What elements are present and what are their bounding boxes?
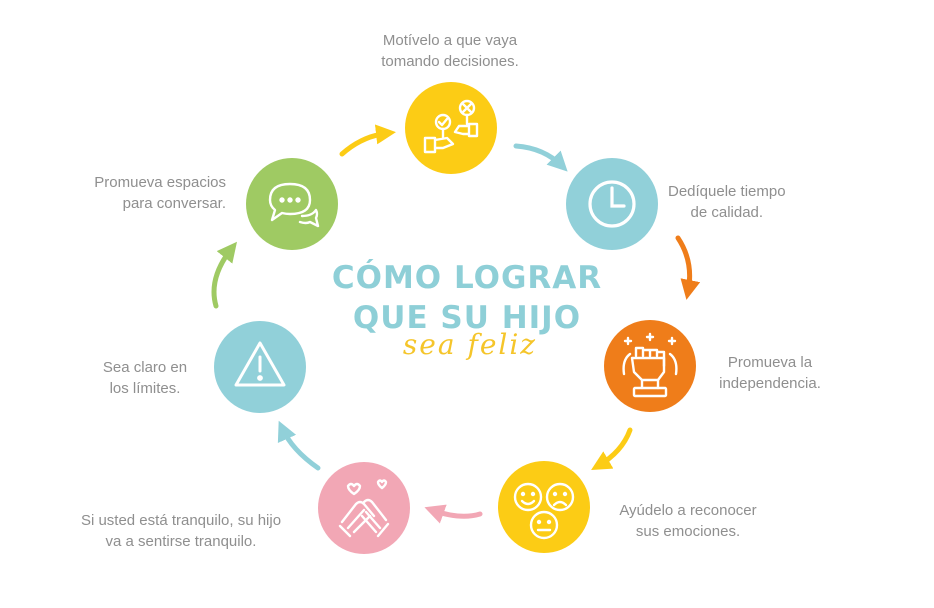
label-decisions-line1: Motívelo a que vaya bbox=[382, 32, 518, 49]
clock-icon bbox=[566, 158, 658, 250]
label-independence-line2: independencia. bbox=[719, 375, 821, 392]
label-independence-line1: Promueva la bbox=[727, 354, 813, 371]
decision-hands-icon bbox=[405, 82, 497, 174]
label-conversation-line1: Promueva espacios bbox=[94, 174, 226, 191]
circle-time bbox=[566, 158, 658, 250]
label-limits-line2: los límites. bbox=[109, 380, 181, 397]
label-emotions: Ayúdelo a reconocer sus emociones. bbox=[598, 500, 778, 542]
warning-triangle-icon bbox=[214, 321, 306, 413]
raised-fist-icon bbox=[604, 320, 696, 412]
emotion-faces-icon bbox=[498, 461, 590, 553]
label-conversation-line2: para conversar. bbox=[122, 195, 226, 212]
label-calm-line2: va a sentirse tranquilo. bbox=[105, 533, 257, 550]
label-limits-line1: Sea claro en bbox=[102, 359, 188, 376]
label-limits: Sea claro en los límites. bbox=[80, 357, 210, 399]
label-independence: Promueva la independencia. bbox=[700, 352, 840, 394]
arrow-green-to-yellow bbox=[339, 124, 396, 157]
circle-decisions bbox=[405, 82, 497, 174]
label-time-line1: Dedíquele tiempo bbox=[668, 183, 786, 200]
arrow-yellow-to-pink bbox=[424, 504, 483, 524]
circle-conversation bbox=[246, 158, 338, 250]
center-title-line1: CÓMO LOGRAR bbox=[331, 260, 603, 296]
arrow-teal-to-green bbox=[211, 241, 237, 309]
circle-limits bbox=[214, 321, 306, 413]
label-emotions-line1: Ayúdelo a reconocer bbox=[619, 502, 757, 519]
circle-independence bbox=[604, 320, 696, 412]
label-decisions: Motívelo a que vaya tomando decisiones. bbox=[350, 30, 550, 72]
circle-calm bbox=[318, 462, 410, 554]
label-time: Dedíquele tiempo de calidad. bbox=[668, 181, 786, 223]
circle-emotions bbox=[498, 461, 590, 553]
holding-hands-icon bbox=[318, 462, 410, 554]
label-calm-line1: Si usted está tranquilo, su hijo bbox=[80, 512, 282, 529]
label-conversation: Promueva espacios para conversar. bbox=[60, 172, 226, 214]
arrow-orange-to-yellow bbox=[591, 427, 633, 471]
arrow-pink-to-teal bbox=[277, 420, 321, 471]
label-decisions-line2: tomando decisiones. bbox=[381, 53, 519, 70]
center-title: CÓMO LOGRAR QUE SU HIJO bbox=[300, 258, 634, 338]
label-emotions-line2: sus emociones. bbox=[635, 523, 741, 540]
speech-bubbles-icon bbox=[246, 158, 338, 250]
center-title-line2: QUE SU HIJO bbox=[352, 300, 582, 336]
label-calm: Si usted está tranquilo, su hijo va a se… bbox=[56, 510, 306, 552]
label-time-line2: de calidad. bbox=[690, 204, 764, 221]
arrow-yellow-to-teal bbox=[513, 143, 568, 172]
center-title-script: sea feliz bbox=[402, 328, 538, 361]
arrow-teal-to-orange bbox=[675, 235, 701, 300]
